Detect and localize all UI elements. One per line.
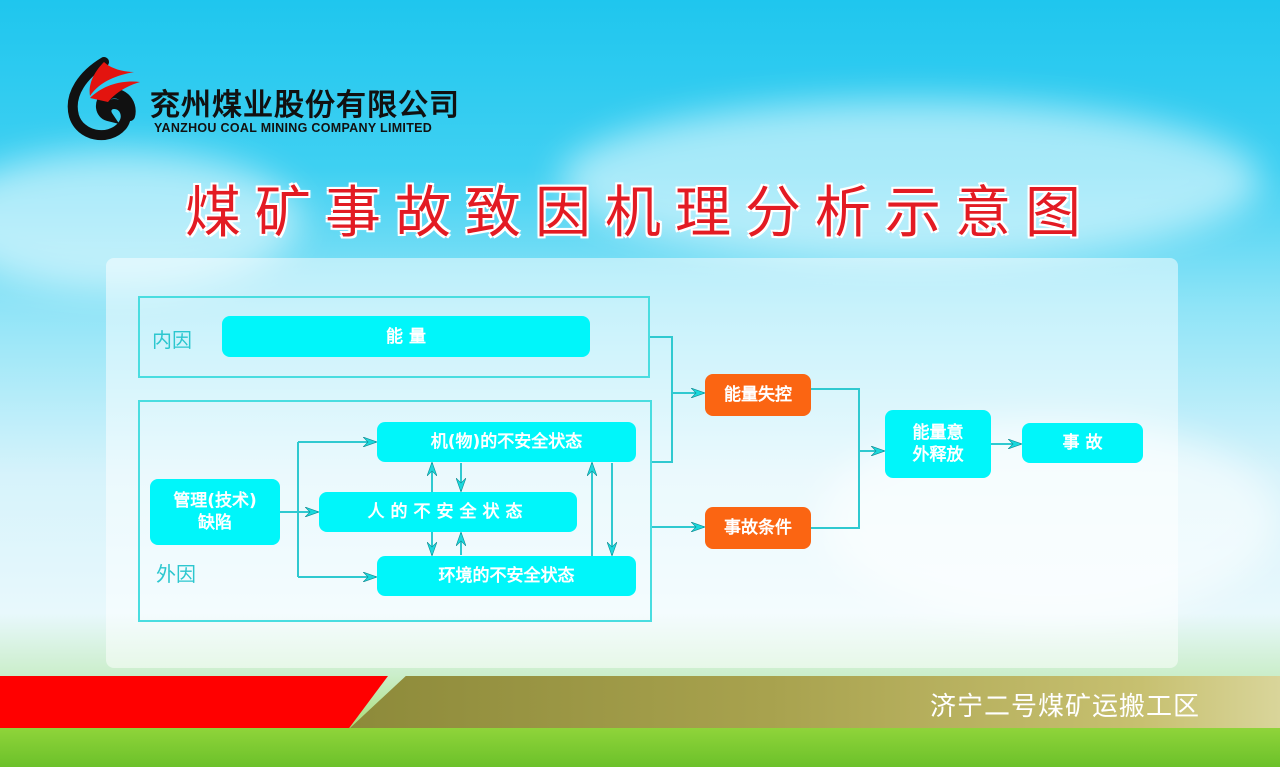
internal-cause-frame	[138, 296, 650, 378]
machine-unsafe-state-label: 机(物)的不安全状态	[430, 432, 583, 452]
page-title: 煤矿事故致因机理分析示意图	[185, 181, 1095, 246]
cloud	[560, 100, 1260, 260]
accident-conditions-box: 事故条件	[705, 507, 811, 549]
energy-box: 能 量	[222, 316, 590, 357]
flame-g-logo-icon	[67, 57, 140, 140]
accident-label: 事 故	[1062, 433, 1103, 453]
energy-release-label: 能量意 外释放	[912, 423, 964, 465]
footer-red-band	[0, 676, 388, 728]
grass-background	[0, 728, 1280, 767]
environment-unsafe-state-label: 环境的不安全状态	[438, 566, 575, 586]
footer-band	[350, 676, 1280, 728]
company-logo: 兖州煤业股份有限公司 YANZHOU COAL MINING COMPANY L…	[64, 54, 484, 144]
external-cause-frame	[138, 400, 652, 622]
internal-cause-label: 内因	[152, 328, 192, 352]
environment-unsafe-state-box: 环境的不安全状态	[377, 556, 636, 596]
company-name-cn: 兖州煤业股份有限公司	[150, 88, 460, 123]
accident-box: 事 故	[1022, 423, 1143, 463]
management-defect-box: 管理(技术) 缺陷	[150, 479, 280, 545]
management-defect-label: 管理(技术) 缺陷	[173, 491, 257, 533]
human-unsafe-state-label: 人的不安全状态	[367, 502, 529, 522]
machine-unsafe-state-box: 机(物)的不安全状态	[377, 422, 636, 462]
footer-unit-name: 济宁二号煤矿运搬工区	[929, 692, 1200, 722]
accident-conditions-label: 事故条件	[724, 518, 792, 538]
human-unsafe-state-box: 人的不安全状态	[319, 492, 577, 532]
external-cause-label: 外因	[156, 562, 196, 586]
energy-release-box: 能量意 外释放	[885, 410, 991, 478]
energy-out-of-control-label: 能量失控	[724, 385, 792, 405]
energy-out-of-control-box: 能量失控	[705, 374, 811, 416]
company-name-en: YANZHOU COAL MINING COMPANY LIMITED	[154, 121, 433, 135]
energy-label: 能 量	[386, 326, 426, 347]
